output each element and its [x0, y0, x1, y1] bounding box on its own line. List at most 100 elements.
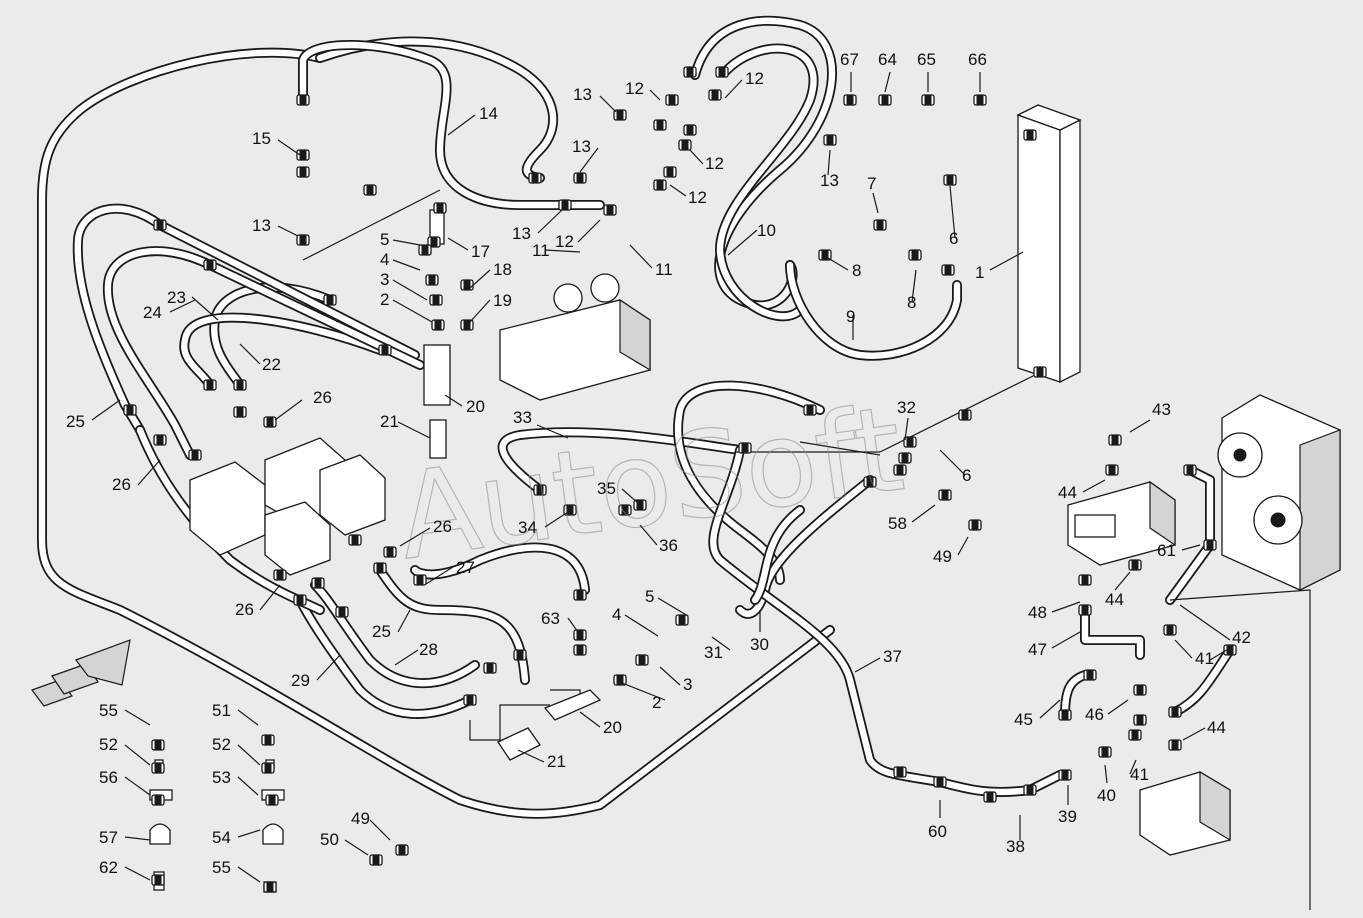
- callout-19: 19: [493, 291, 512, 310]
- leader-line: [392, 239, 421, 246]
- callout-24: 24: [143, 303, 162, 322]
- valve-block-center: [499, 273, 651, 401]
- clamp-assembly-54: [261, 759, 285, 893]
- callout-67: 67: [840, 50, 859, 69]
- leader-line: [237, 709, 259, 726]
- leader-line: [392, 299, 433, 323]
- fitting-nut: [463, 694, 477, 706]
- fitting-nut: [263, 881, 277, 893]
- leader-line: [544, 249, 581, 253]
- hose-9: [785, 260, 962, 361]
- fittings: [123, 66, 1237, 893]
- fitting-nut: [528, 172, 542, 184]
- leader-line: [957, 536, 969, 556]
- callout-1: 1: [975, 263, 984, 282]
- fitting-nut: [1168, 739, 1182, 751]
- fitting-nut: [413, 574, 427, 586]
- hose-38: [935, 770, 1065, 797]
- fitting-nut: [151, 739, 165, 751]
- fitting-nut: [1105, 464, 1119, 476]
- leader-line: [669, 184, 687, 197]
- leader-line: [711, 636, 731, 651]
- callout-26: 26: [112, 475, 131, 494]
- leader-line: [447, 114, 476, 136]
- leader-line: [277, 139, 301, 156]
- leader-line: [1051, 601, 1081, 613]
- leader-line: [237, 776, 259, 796]
- leader-line: [872, 192, 879, 214]
- leader-line: [394, 649, 419, 666]
- fitting-nut: [973, 94, 987, 106]
- leader-line: [124, 744, 151, 766]
- callout-26: 26: [313, 388, 332, 407]
- callout-34: 34: [518, 518, 537, 537]
- clamp-assembly-57: [149, 759, 173, 891]
- fitting-nut: [1163, 624, 1177, 636]
- fitting-nut: [613, 109, 627, 121]
- hose-24: [72, 203, 165, 435]
- hose-23: [102, 246, 215, 460]
- fitting-nut: [533, 484, 547, 496]
- leader-line: [621, 488, 639, 504]
- fitting-nut: [373, 562, 387, 574]
- fitting-nut: [558, 199, 572, 211]
- callout-55: 55: [99, 701, 118, 720]
- fitting-nut: [1023, 784, 1037, 796]
- fitting-nut: [843, 94, 857, 106]
- fitting-nut: [968, 519, 982, 531]
- callout-labels: 1 2 2 3 3 4 4 5 5 6 6 7 8 8 9 10 11 11 1…: [66, 50, 1251, 877]
- callout-3: 3: [683, 675, 692, 694]
- callout-29: 29: [291, 671, 310, 690]
- leader-line: [237, 829, 261, 838]
- callout-5: 5: [380, 230, 389, 249]
- fitting-nut: [153, 219, 167, 231]
- fitting-nut: [573, 589, 587, 601]
- leader-line: [316, 654, 341, 681]
- fitting-nut: [395, 844, 409, 856]
- fitting-nut: [943, 174, 957, 186]
- callout-57: 57: [99, 828, 118, 847]
- leader-line: [124, 866, 151, 881]
- fitting-nut: [311, 577, 325, 589]
- leader-line: [544, 511, 569, 528]
- fitting-nut: [803, 404, 817, 416]
- leader-line: [949, 185, 956, 239]
- callout-55: 55: [212, 858, 231, 877]
- callout-43: 43: [1152, 400, 1171, 419]
- fitting-nut: [335, 606, 349, 618]
- manifold-20-upper: [423, 209, 451, 459]
- callout-60: 60: [928, 822, 947, 841]
- fitting-nut: [933, 776, 947, 788]
- callout-38: 38: [1006, 837, 1025, 856]
- leader-line: [274, 399, 303, 421]
- callout-66: 66: [968, 50, 987, 69]
- fitting-nut: [265, 794, 279, 806]
- callout-4: 4: [612, 605, 621, 624]
- leader-line: [447, 237, 469, 251]
- callout-53: 53: [212, 768, 231, 787]
- leader-line: [469, 299, 491, 323]
- callout-49: 49: [351, 809, 370, 828]
- leader-line: [1174, 639, 1193, 659]
- callout-25: 25: [372, 622, 391, 641]
- fitting-nut: [296, 166, 310, 178]
- callout-45: 45: [1014, 710, 1033, 729]
- callout-7: 7: [867, 174, 876, 193]
- callout-13: 13: [252, 216, 271, 235]
- hose-outer-loop: [37, 47, 835, 819]
- callout-13: 13: [820, 171, 839, 190]
- fitting-nut: [151, 762, 165, 774]
- fitting-nut: [1033, 366, 1047, 378]
- leader-line: [649, 89, 661, 101]
- leader-line: [137, 459, 161, 486]
- callout-6: 6: [962, 466, 971, 485]
- fitting-nut: [296, 149, 310, 161]
- hydraulic-motor-lower: [1139, 770, 1231, 856]
- callout-8: 8: [852, 261, 861, 280]
- leader-line: [724, 79, 743, 99]
- hose-29: [295, 595, 475, 719]
- leader-line: [517, 749, 545, 763]
- leader-line: [1114, 571, 1131, 591]
- fitting-nut: [1128, 559, 1142, 571]
